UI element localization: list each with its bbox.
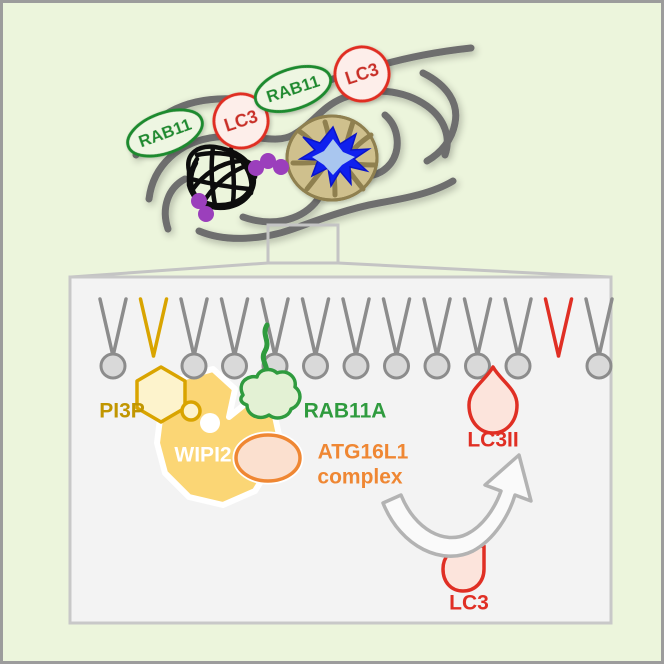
lipid-tails (462, 297, 493, 358)
membrane-strand-left-lower (161, 175, 189, 233)
membrane-lipid-layer (98, 297, 614, 380)
lipid-8 (422, 297, 452, 380)
wipi2-label: WIPI2 (174, 444, 231, 467)
lipid-5 (300, 297, 331, 380)
rab11a-cloud (239, 367, 302, 420)
lipid-2 (179, 297, 209, 380)
badge-shape (253, 64, 333, 114)
ubiquitin-dot (273, 159, 289, 175)
lipid-tails (341, 297, 371, 358)
lc3ii-label: LC3II (467, 429, 518, 452)
mitochondrion-outline (285, 114, 379, 202)
lipid-tails (98, 297, 128, 358)
lipid-lc3ii (543, 297, 574, 358)
lipid-head (99, 352, 127, 380)
ubiquitin-dots (191, 153, 289, 222)
aggregate-loop-8 (240, 160, 254, 196)
ubiquitin-dot (260, 153, 276, 169)
badge-shape (126, 108, 204, 158)
badge-rab11-right: RAB11 (253, 64, 333, 114)
lipid-tails (138, 297, 169, 358)
lipid-head (302, 352, 329, 380)
badge-shape (333, 45, 391, 103)
badge-lc3-top: LC3 (333, 45, 391, 103)
lipid-tails (179, 297, 209, 358)
lipid-head (464, 352, 491, 380)
lipid-head (423, 352, 451, 380)
detail-panel: WIPI2 (68, 275, 614, 625)
badge-rab11-left: RAB11 (126, 108, 204, 158)
pi3p-phosphate-ring (180, 400, 202, 422)
badge-lc3-mid: LC3 (212, 92, 270, 150)
lipid-7 (381, 297, 412, 380)
lipid-head (585, 352, 613, 380)
lipid-tails (543, 297, 574, 358)
lipid-tails (584, 297, 614, 358)
atg16l1-complex (232, 431, 304, 485)
membrane-strand-bottom (195, 177, 457, 242)
connector-line-left (70, 261, 269, 279)
wipi2-binding-node (200, 413, 220, 433)
lipid-head (342, 352, 370, 380)
arrow-shape (381, 453, 533, 558)
lipid-3 (219, 297, 250, 380)
lipid-head (504, 352, 532, 380)
rab11a-protein (239, 322, 302, 420)
inset-selection-rect (266, 223, 340, 265)
lc3ii-shape (467, 365, 519, 435)
lipid-head (180, 352, 208, 380)
membrane-strand-right-arc (419, 69, 460, 165)
atg16l1-label-line2: complex (317, 466, 403, 489)
lipid-tails (422, 297, 452, 358)
atg16l1-label-line1: ATG16L1 (318, 441, 409, 464)
lipid-pi3p (138, 297, 169, 358)
lipid-head (383, 352, 410, 380)
lipid-tails (381, 297, 412, 358)
pi3p-headgroup (135, 365, 202, 424)
lipid-6 (341, 297, 371, 380)
lipid-12 (584, 297, 614, 380)
lipid-tails (219, 297, 250, 358)
lc3-conjugation-arrow (381, 453, 533, 558)
aggregate-loop-7 (228, 146, 237, 206)
rab11a-label: RAB11A (304, 400, 387, 423)
lipid-9 (462, 297, 493, 380)
lipid-tails (300, 297, 331, 358)
aggregate-loop-5 (188, 176, 252, 192)
zoom-connector (70, 223, 611, 279)
lc3ii-droplet (467, 365, 519, 435)
lc3-free-label: LC3 (449, 592, 489, 615)
lipid-0 (98, 297, 128, 380)
cell-overview: RAB11 LC3 RAB11 LC3 (126, 44, 475, 242)
blue-burst-core (312, 139, 355, 175)
connector-line-right (337, 261, 611, 279)
lipid-head (221, 352, 248, 380)
blue-burst-icon (297, 125, 372, 189)
ubiquitin-dot (198, 206, 214, 222)
lipid-tails (503, 297, 533, 358)
pi3p-hexagon (135, 365, 187, 424)
badge-shape (212, 92, 270, 150)
aggregate-loop-6 (209, 144, 218, 208)
atg16l1-oval (234, 433, 302, 483)
ubiquitin-dot (191, 193, 207, 209)
diagram-canvas: RAB11 LC3 RAB11 LC3 (3, 3, 661, 661)
lipid-10 (503, 297, 533, 380)
ubiquitin-dot (248, 160, 264, 176)
pi3p-label: PI3P (99, 400, 145, 423)
